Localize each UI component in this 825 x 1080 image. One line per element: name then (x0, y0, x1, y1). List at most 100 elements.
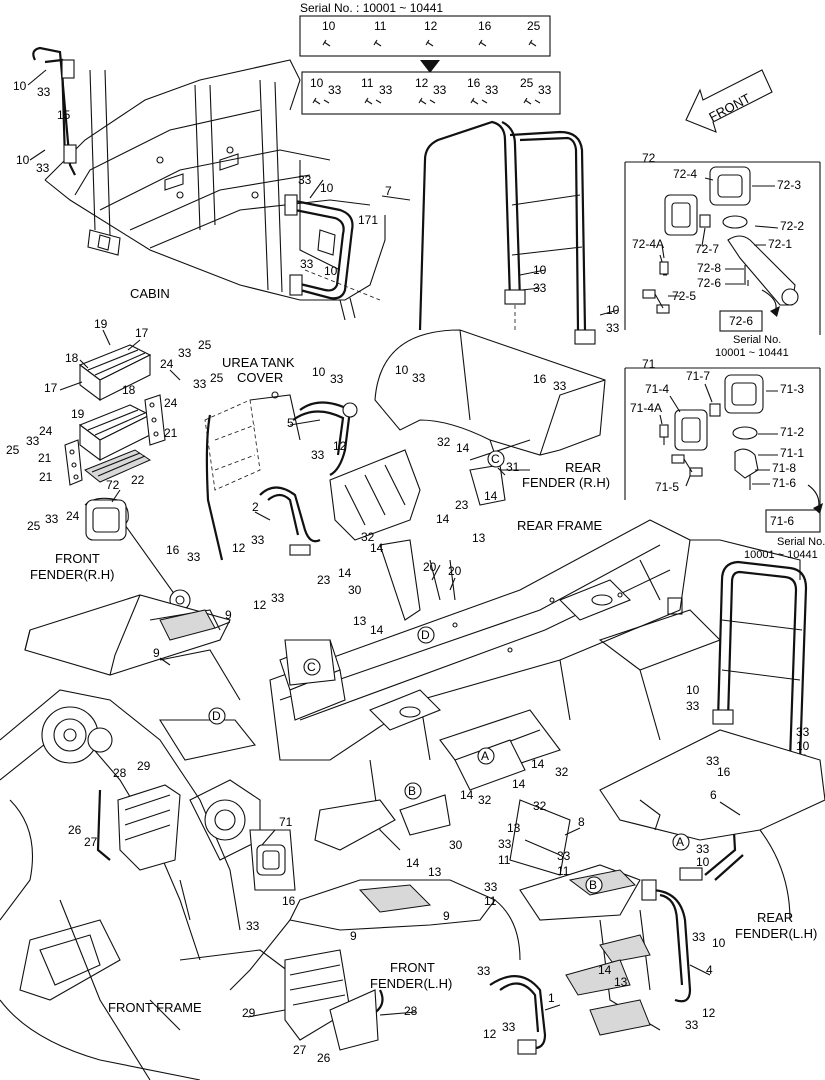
part-callout: 29 (242, 1006, 256, 1020)
part-callout: 28 (404, 1004, 418, 1018)
part-callout: 71 (279, 815, 293, 829)
lamp-71-detail: 71 71-6 Serial No. 10001 ~ 10441 71-7 71… (624, 357, 825, 561)
part-callout: 10 (13, 79, 27, 93)
part-callout: 32 (555, 765, 569, 779)
lamp-72-part: 72-6 (697, 276, 721, 290)
part-callout: 13 (472, 531, 486, 545)
ref-circle-c: C (491, 452, 500, 466)
part-callout: 27 (84, 835, 98, 849)
part-callout: 13 (353, 614, 367, 628)
part-callout: 14 (456, 441, 470, 455)
part-callout: 33 (300, 257, 314, 271)
part-callout: 12 (333, 439, 347, 453)
part-callout: 13 (507, 821, 521, 835)
bracket-2-5 (259, 401, 421, 556)
front-fender-rh-label: FRONT (55, 551, 100, 566)
urea-tank-label: COVER (237, 370, 283, 385)
part-callout: 15 (57, 108, 71, 122)
down-arrow-icon (420, 60, 440, 73)
part-callout: 30 (348, 583, 362, 597)
part-callout: 33 (412, 371, 426, 385)
rear-frame-label: REAR FRAME (517, 518, 603, 533)
part-callout: 16 (717, 765, 731, 779)
lamp-72-serial-box (719, 310, 763, 332)
part-callout: 10 (312, 365, 326, 379)
part-callout: 33 (498, 837, 512, 851)
part-callout: 33 (706, 754, 720, 768)
serial-after-item: 11 (361, 76, 374, 90)
part-callout: 33 (606, 321, 620, 335)
lamp-72-part: 72-7 (695, 242, 719, 256)
part-callout: 33 (311, 448, 325, 462)
serial-after-item: 33 (433, 83, 447, 97)
part-callout: 14 (598, 963, 612, 977)
part-callout: 33 (696, 842, 710, 856)
serial-before-item: 12 (424, 19, 438, 33)
part-callout: 33 (251, 533, 265, 547)
serial-before-row: 10 11 12 16 25 (322, 19, 541, 47)
serial-table: Serial No. : 10001 ~ 10441 10 11 12 16 2… (299, 1, 561, 115)
part-callout: 33 (193, 377, 207, 391)
lamp-72-part: 72-3 (777, 178, 801, 192)
part-callout: 33 (178, 346, 192, 360)
lamp-72-part: 72-4 (673, 167, 697, 181)
part-callout: 12 (232, 541, 246, 555)
lamp-72-part: 72-4A (632, 237, 664, 251)
part-callout: 29 (137, 759, 151, 773)
serial-after-box (301, 71, 561, 115)
part-callout: 9 (225, 608, 232, 622)
part-callout: 16 (166, 543, 180, 557)
part-callout: 10 (686, 683, 700, 697)
lamp-72-serial-range: 10001 ~ 10441 (715, 347, 789, 359)
lamp-72-serial-label: Serial No. (733, 334, 781, 346)
part-callout: 19 (94, 317, 108, 331)
serial-before-item: 10 (322, 19, 336, 33)
section-labels: CABIN UREA TANK COVER REAR FENDER (R.H) … (30, 286, 817, 1015)
part-callout: 72 (106, 478, 120, 492)
rear-fender-rh (374, 329, 606, 471)
part-callout: 26 (68, 823, 82, 837)
part-callout: 31 (506, 460, 520, 474)
part-callout: 18 (65, 351, 79, 365)
part-callout: 13 (428, 865, 442, 879)
serial-before-item: 25 (527, 19, 541, 33)
part-callout: 21 (164, 426, 178, 440)
ref-circle-b: B (589, 878, 597, 892)
lamp-71-serial-part: 71-6 (770, 514, 794, 528)
part-callout: 28 (113, 766, 127, 780)
front-fender-rh-label: FENDER(R.H) (30, 567, 115, 582)
ref-circle-c: C (307, 660, 316, 674)
part-callout: 10 (320, 181, 334, 195)
lamp-72-part: 72-2 (780, 219, 804, 233)
lamp-71-part: 71-5 (655, 480, 679, 494)
rear-fender-lh (599, 729, 825, 921)
part-callout: 7 (385, 184, 392, 198)
lamp-71-part: 71-6 (772, 476, 796, 490)
serial-after-item: 25 (520, 76, 534, 90)
part-callout: 2 (252, 500, 259, 514)
lamp-72-detail: 72 72-6 Serial No. 10001 ~ 10441 72-4 72… (624, 151, 821, 359)
handrail-7 (418, 120, 596, 345)
part-callout: 33 (477, 964, 491, 978)
part-callout: 9 (443, 909, 450, 923)
part-callout: 25 (27, 519, 41, 533)
part-callout: 16 (282, 894, 296, 908)
front-arrow: FRONT (685, 69, 773, 133)
part-callout: 33 (557, 849, 571, 863)
part-callout: 12 (253, 598, 267, 612)
part-callout: 20 (448, 564, 462, 578)
part-callout: 17 (135, 326, 149, 340)
part-callout: 16 (533, 372, 547, 386)
part-callout: 10 (16, 153, 30, 167)
serial-after-item: 33 (538, 83, 552, 97)
serial-before-item: 11 (374, 19, 387, 33)
bolt-icon-row (322, 39, 537, 47)
part-callout: 18 (122, 383, 136, 397)
ref-circle-a: A (481, 749, 489, 763)
front-fender-lh-label: FENDER(L.H) (370, 976, 452, 991)
serial-after-item: 33 (328, 83, 342, 97)
part-callout: 14 (370, 623, 384, 637)
part-callout: 10 (533, 263, 547, 277)
serial-after-item: 10 (310, 76, 324, 90)
part-callout: 24 (164, 396, 178, 410)
